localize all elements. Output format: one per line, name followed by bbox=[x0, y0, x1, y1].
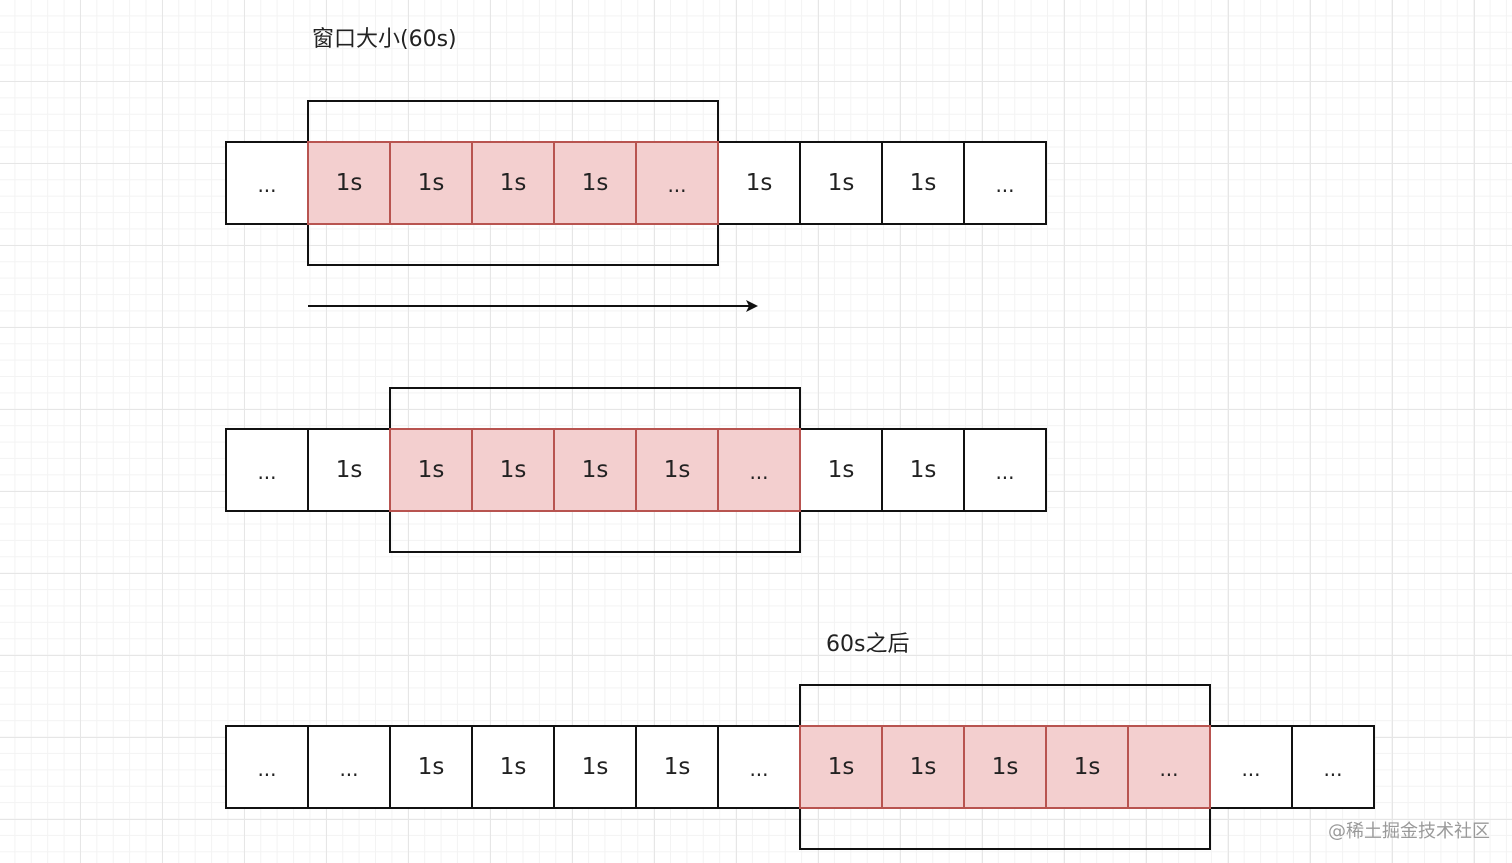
time-slice-cell bbox=[553, 725, 637, 809]
cell-label: 1s bbox=[582, 457, 609, 483]
time-slice-cell bbox=[225, 141, 309, 225]
cell-label: ... bbox=[1323, 757, 1342, 781]
window-cell bbox=[471, 141, 555, 225]
cell-label: 1s bbox=[828, 170, 855, 196]
cell-label: 1s bbox=[910, 457, 937, 483]
row-2: ... 1s 1s 1s 1s 1s... 1s 1s... bbox=[225, 387, 1047, 553]
cell-label: ... bbox=[257, 460, 276, 484]
after-60s-label: 60s之后 bbox=[826, 632, 910, 657]
cell-label: 1s bbox=[1074, 754, 1101, 780]
time-slice-cell bbox=[635, 725, 719, 809]
cell-label: 1s bbox=[418, 170, 445, 196]
cell-label: 1s bbox=[910, 170, 937, 196]
cell-label: ... bbox=[1241, 757, 1260, 781]
time-slice-cell bbox=[471, 725, 555, 809]
cell-label: 1s bbox=[500, 754, 527, 780]
cell-label: 1s bbox=[910, 754, 937, 780]
time-slice-cell bbox=[225, 725, 309, 809]
cell-label: 1s bbox=[418, 754, 445, 780]
cell-label: 1s bbox=[336, 170, 363, 196]
cell-label: ... bbox=[995, 460, 1014, 484]
cell-label: 1s bbox=[664, 457, 691, 483]
time-slice-cell bbox=[717, 141, 801, 225]
time-slice-cell bbox=[963, 141, 1047, 225]
window-cell bbox=[799, 725, 883, 809]
cell-label: ... bbox=[257, 757, 276, 781]
time-slice-cell bbox=[717, 725, 801, 809]
cell-label: 1s bbox=[664, 754, 691, 780]
cell-label: ... bbox=[257, 173, 276, 197]
time-slice-cell bbox=[307, 428, 391, 512]
window-cell bbox=[389, 141, 473, 225]
window-cell bbox=[553, 428, 637, 512]
cell-label: ... bbox=[749, 460, 768, 484]
time-slice-cell bbox=[963, 428, 1047, 512]
cell-label: 1s bbox=[992, 754, 1019, 780]
window-cell bbox=[717, 428, 801, 512]
cell-label: 1s bbox=[500, 170, 527, 196]
cell-label: 1s bbox=[828, 754, 855, 780]
cell-label: 1s bbox=[500, 457, 527, 483]
window-cell bbox=[553, 141, 637, 225]
watermark: @稀土掘金技术社区 bbox=[1328, 821, 1490, 842]
cell-label: 1s bbox=[418, 457, 445, 483]
cell-label: 1s bbox=[582, 754, 609, 780]
time-slice-cell bbox=[1209, 725, 1293, 809]
cell-label: 1s bbox=[828, 457, 855, 483]
cell-label: ... bbox=[995, 173, 1014, 197]
time-slice-cell bbox=[307, 725, 391, 809]
row-1: ... 1s 1s 1s 1s... 1s 1s 1s... bbox=[225, 100, 1047, 266]
cell-label: 1s bbox=[746, 170, 773, 196]
time-slice-cell bbox=[1291, 725, 1375, 809]
window-cell bbox=[635, 141, 719, 225]
cell-label: ... bbox=[749, 757, 768, 781]
window-size-label: 窗口大小(60s) bbox=[312, 27, 457, 52]
cell-label: ... bbox=[667, 173, 686, 197]
time-slice-cell bbox=[881, 428, 965, 512]
window-cell bbox=[1127, 725, 1211, 809]
cell-label: ... bbox=[339, 757, 358, 781]
window-cell bbox=[307, 141, 391, 225]
cell-label: 1s bbox=[582, 170, 609, 196]
cell-label: 1s bbox=[336, 457, 363, 483]
time-slice-cell bbox=[881, 141, 965, 225]
window-cell bbox=[471, 428, 555, 512]
cell-label: ... bbox=[1159, 757, 1178, 781]
row-3: ...... 1s 1s 1s 1s... 1s 1s 1s 1s......... bbox=[225, 684, 1375, 850]
